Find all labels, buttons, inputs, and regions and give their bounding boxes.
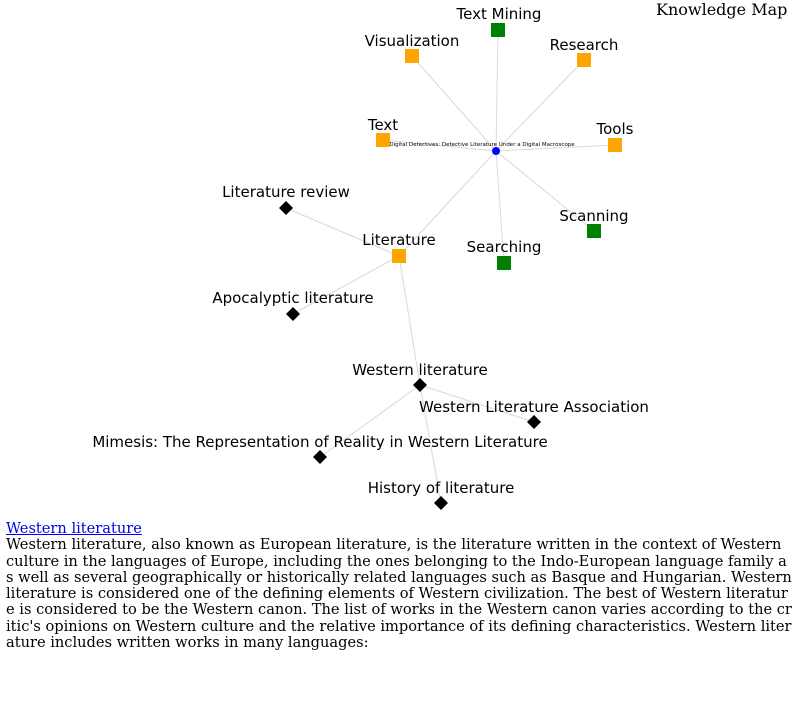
node-western-literature-association[interactable]: Western Literature Association <box>419 398 649 429</box>
map-title: Knowledge Map <box>656 0 788 19</box>
node-diamond-marker <box>527 415 541 429</box>
edge-western-literature-mimesis <box>319 384 421 458</box>
node-square-marker <box>405 49 419 63</box>
node-diamond-marker <box>286 307 300 321</box>
node-label: Scanning <box>559 207 628 225</box>
node-label: Western literature <box>352 361 488 379</box>
edge-western-literature-western-literature-association <box>419 384 535 423</box>
node-mimesis[interactable]: Mimesis: The Representation of Reality i… <box>92 433 548 464</box>
node-square-marker <box>376 133 390 147</box>
edge-center-literature <box>398 150 497 257</box>
node-literature[interactable]: Literature <box>362 231 436 263</box>
graph-nodes: Digital Detectives: Detective Literature… <box>92 5 649 510</box>
node-diamond-marker <box>279 201 293 215</box>
edge-western-literature-history-of-literature <box>419 384 442 504</box>
edge-literature-western-literature <box>398 255 421 386</box>
node-square-marker <box>608 138 622 152</box>
edge-center-text <box>382 139 497 152</box>
node-label: History of literature <box>368 479 515 497</box>
node-visualization[interactable]: Visualization <box>365 32 460 63</box>
knowledge-map-graph[interactable]: Digital Detectives: Detective Literature… <box>0 0 800 515</box>
article-body: Western literature, also known as Europe… <box>6 536 792 652</box>
node-label: Text <box>367 116 398 134</box>
node-label: Research <box>550 36 619 54</box>
node-label: Literature <box>362 231 435 249</box>
node-label: Western Literature Association <box>419 398 649 416</box>
node-western-literature[interactable]: Western literature <box>352 361 488 392</box>
edge-center-tools <box>495 144 616 152</box>
node-label: Visualization <box>365 32 460 50</box>
node-scanning[interactable]: Scanning <box>559 207 629 238</box>
edge-center-searching <box>495 150 505 264</box>
node-label: Mimesis: The Representation of Reality i… <box>92 433 547 451</box>
node-apocalyptic-literature[interactable]: Apocalyptic literature <box>212 289 374 321</box>
node-text[interactable]: Text <box>367 116 398 147</box>
edge-center-text-mining <box>495 29 499 152</box>
node-label: Apocalyptic literature <box>212 289 373 307</box>
node-dot-marker <box>492 147 500 155</box>
node-square-marker <box>491 23 505 37</box>
node-searching[interactable]: Searching <box>467 238 542 270</box>
node-square-marker <box>497 256 511 270</box>
node-label: Digital Detectives: Detective Literature… <box>389 142 575 148</box>
edge-center-visualization <box>411 55 497 152</box>
node-diamond-marker <box>313 450 327 464</box>
node-square-marker <box>392 249 406 263</box>
node-label: Searching <box>467 238 542 256</box>
node-tools[interactable]: Tools <box>596 120 634 152</box>
article-title-link[interactable]: Western literature <box>6 520 142 537</box>
edge-center-research <box>495 59 585 152</box>
node-label: Tools <box>596 120 634 138</box>
node-research[interactable]: Research <box>550 36 619 67</box>
node-label: Literature review <box>222 183 350 201</box>
node-diamond-marker <box>413 378 427 392</box>
node-text-mining[interactable]: Text Mining <box>456 5 542 37</box>
node-label: Text Mining <box>456 5 542 23</box>
node-literature-review[interactable]: Literature review <box>222 183 350 215</box>
node-square-marker <box>587 224 601 238</box>
edge-literature-literature-review <box>285 207 400 257</box>
node-history-of-literature[interactable]: History of literature <box>368 479 515 510</box>
article-panel: Western literature Western literature, a… <box>6 520 794 652</box>
graph-edges <box>285 29 616 504</box>
edge-literature-apocalyptic-literature <box>292 255 400 315</box>
node-square-marker <box>577 53 591 67</box>
node-center[interactable]: Digital Detectives: Detective Literature… <box>389 142 575 155</box>
node-diamond-marker <box>434 496 448 510</box>
edge-center-scanning <box>495 150 595 232</box>
